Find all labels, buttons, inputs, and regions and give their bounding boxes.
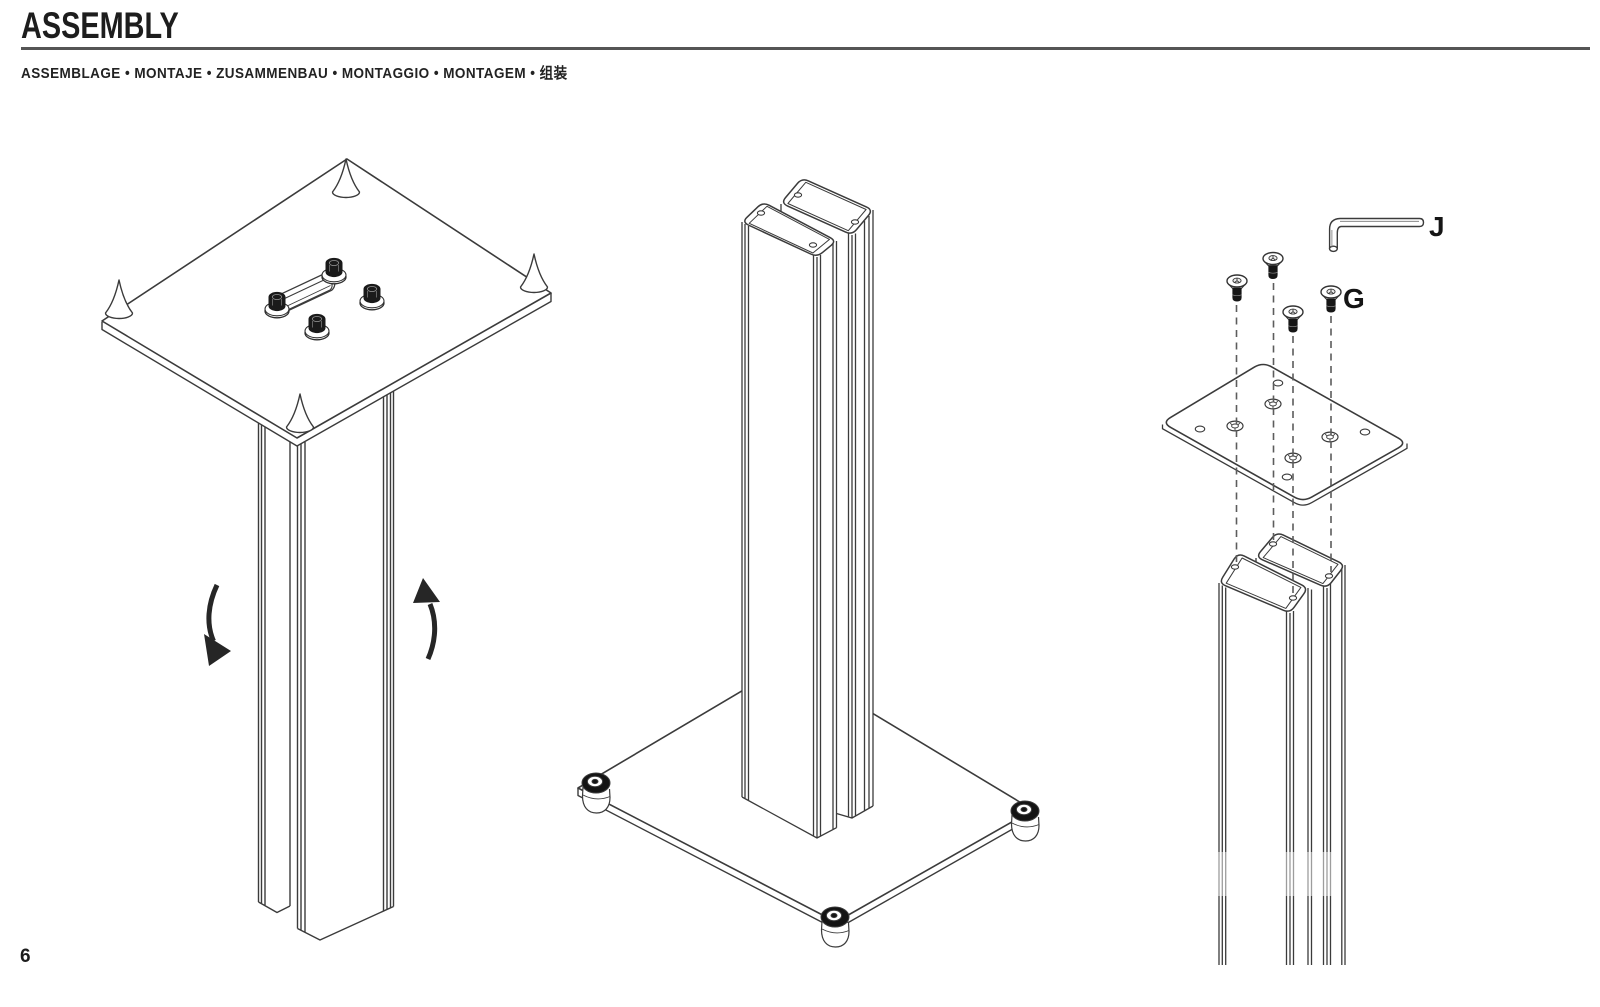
column-front [741, 202, 838, 839]
spike-hole [1194, 425, 1206, 433]
figure-rotate-top-plate [101, 158, 552, 941]
bolt-hole [1230, 564, 1240, 570]
page-title: ASSEMBLY [21, 5, 179, 46]
screw-icon [1282, 305, 1304, 334]
support-column [257, 391, 395, 941]
hex-key-icon [1328, 217, 1425, 253]
flange-nut-icon [304, 313, 330, 341]
figure-fasten-plate-exploded: J G [1161, 211, 1445, 965]
countersunk-hole [1226, 420, 1244, 432]
isolation-feet [581, 772, 1040, 948]
bolt-hole [850, 219, 860, 225]
spike-icon [519, 253, 549, 294]
spike-hole [1359, 428, 1371, 436]
bolt-hole [756, 210, 766, 216]
rotate-arrow-up-icon [413, 578, 440, 661]
column-front [1218, 553, 1313, 965]
screw-icons [1226, 251, 1342, 334]
spike-hole [1281, 473, 1293, 481]
bolt-hole [808, 242, 818, 248]
foot-icon [820, 906, 850, 928]
mounting-plate [1161, 363, 1408, 506]
bolt-hole [1324, 573, 1334, 579]
flange-nut-icon [264, 291, 290, 319]
title-rule [21, 47, 1590, 50]
foot-icon [581, 772, 611, 794]
countersunk-hole [1321, 431, 1339, 443]
figure-assembled-stand [577, 178, 1040, 948]
spike-hole [1272, 379, 1284, 387]
screw-icon [1226, 274, 1248, 303]
flange-nut-icon [359, 283, 385, 311]
flange-nut-icon [321, 257, 347, 285]
top-plate [101, 158, 552, 447]
foot-icon [1010, 800, 1040, 822]
spike-icon [104, 279, 134, 320]
bolt-hole [1288, 595, 1298, 601]
label-hex-key: J [1429, 211, 1445, 242]
bolt-hole [793, 192, 803, 198]
label-screws: G [1343, 283, 1365, 314]
rotate-arrow-down-icon [204, 583, 231, 666]
watermark-overlay [1188, 852, 1340, 896]
alignment-dashed-lines [1235, 283, 1332, 594]
screw-icon [1262, 251, 1284, 280]
screw-icon [1320, 285, 1342, 314]
page-number: 6 [20, 946, 31, 967]
subtitle-languages: ASSEMBLAGE • MONTAJE • ZUSAMMENBAU • MON… [21, 65, 568, 82]
bolt-hole [1268, 541, 1278, 547]
